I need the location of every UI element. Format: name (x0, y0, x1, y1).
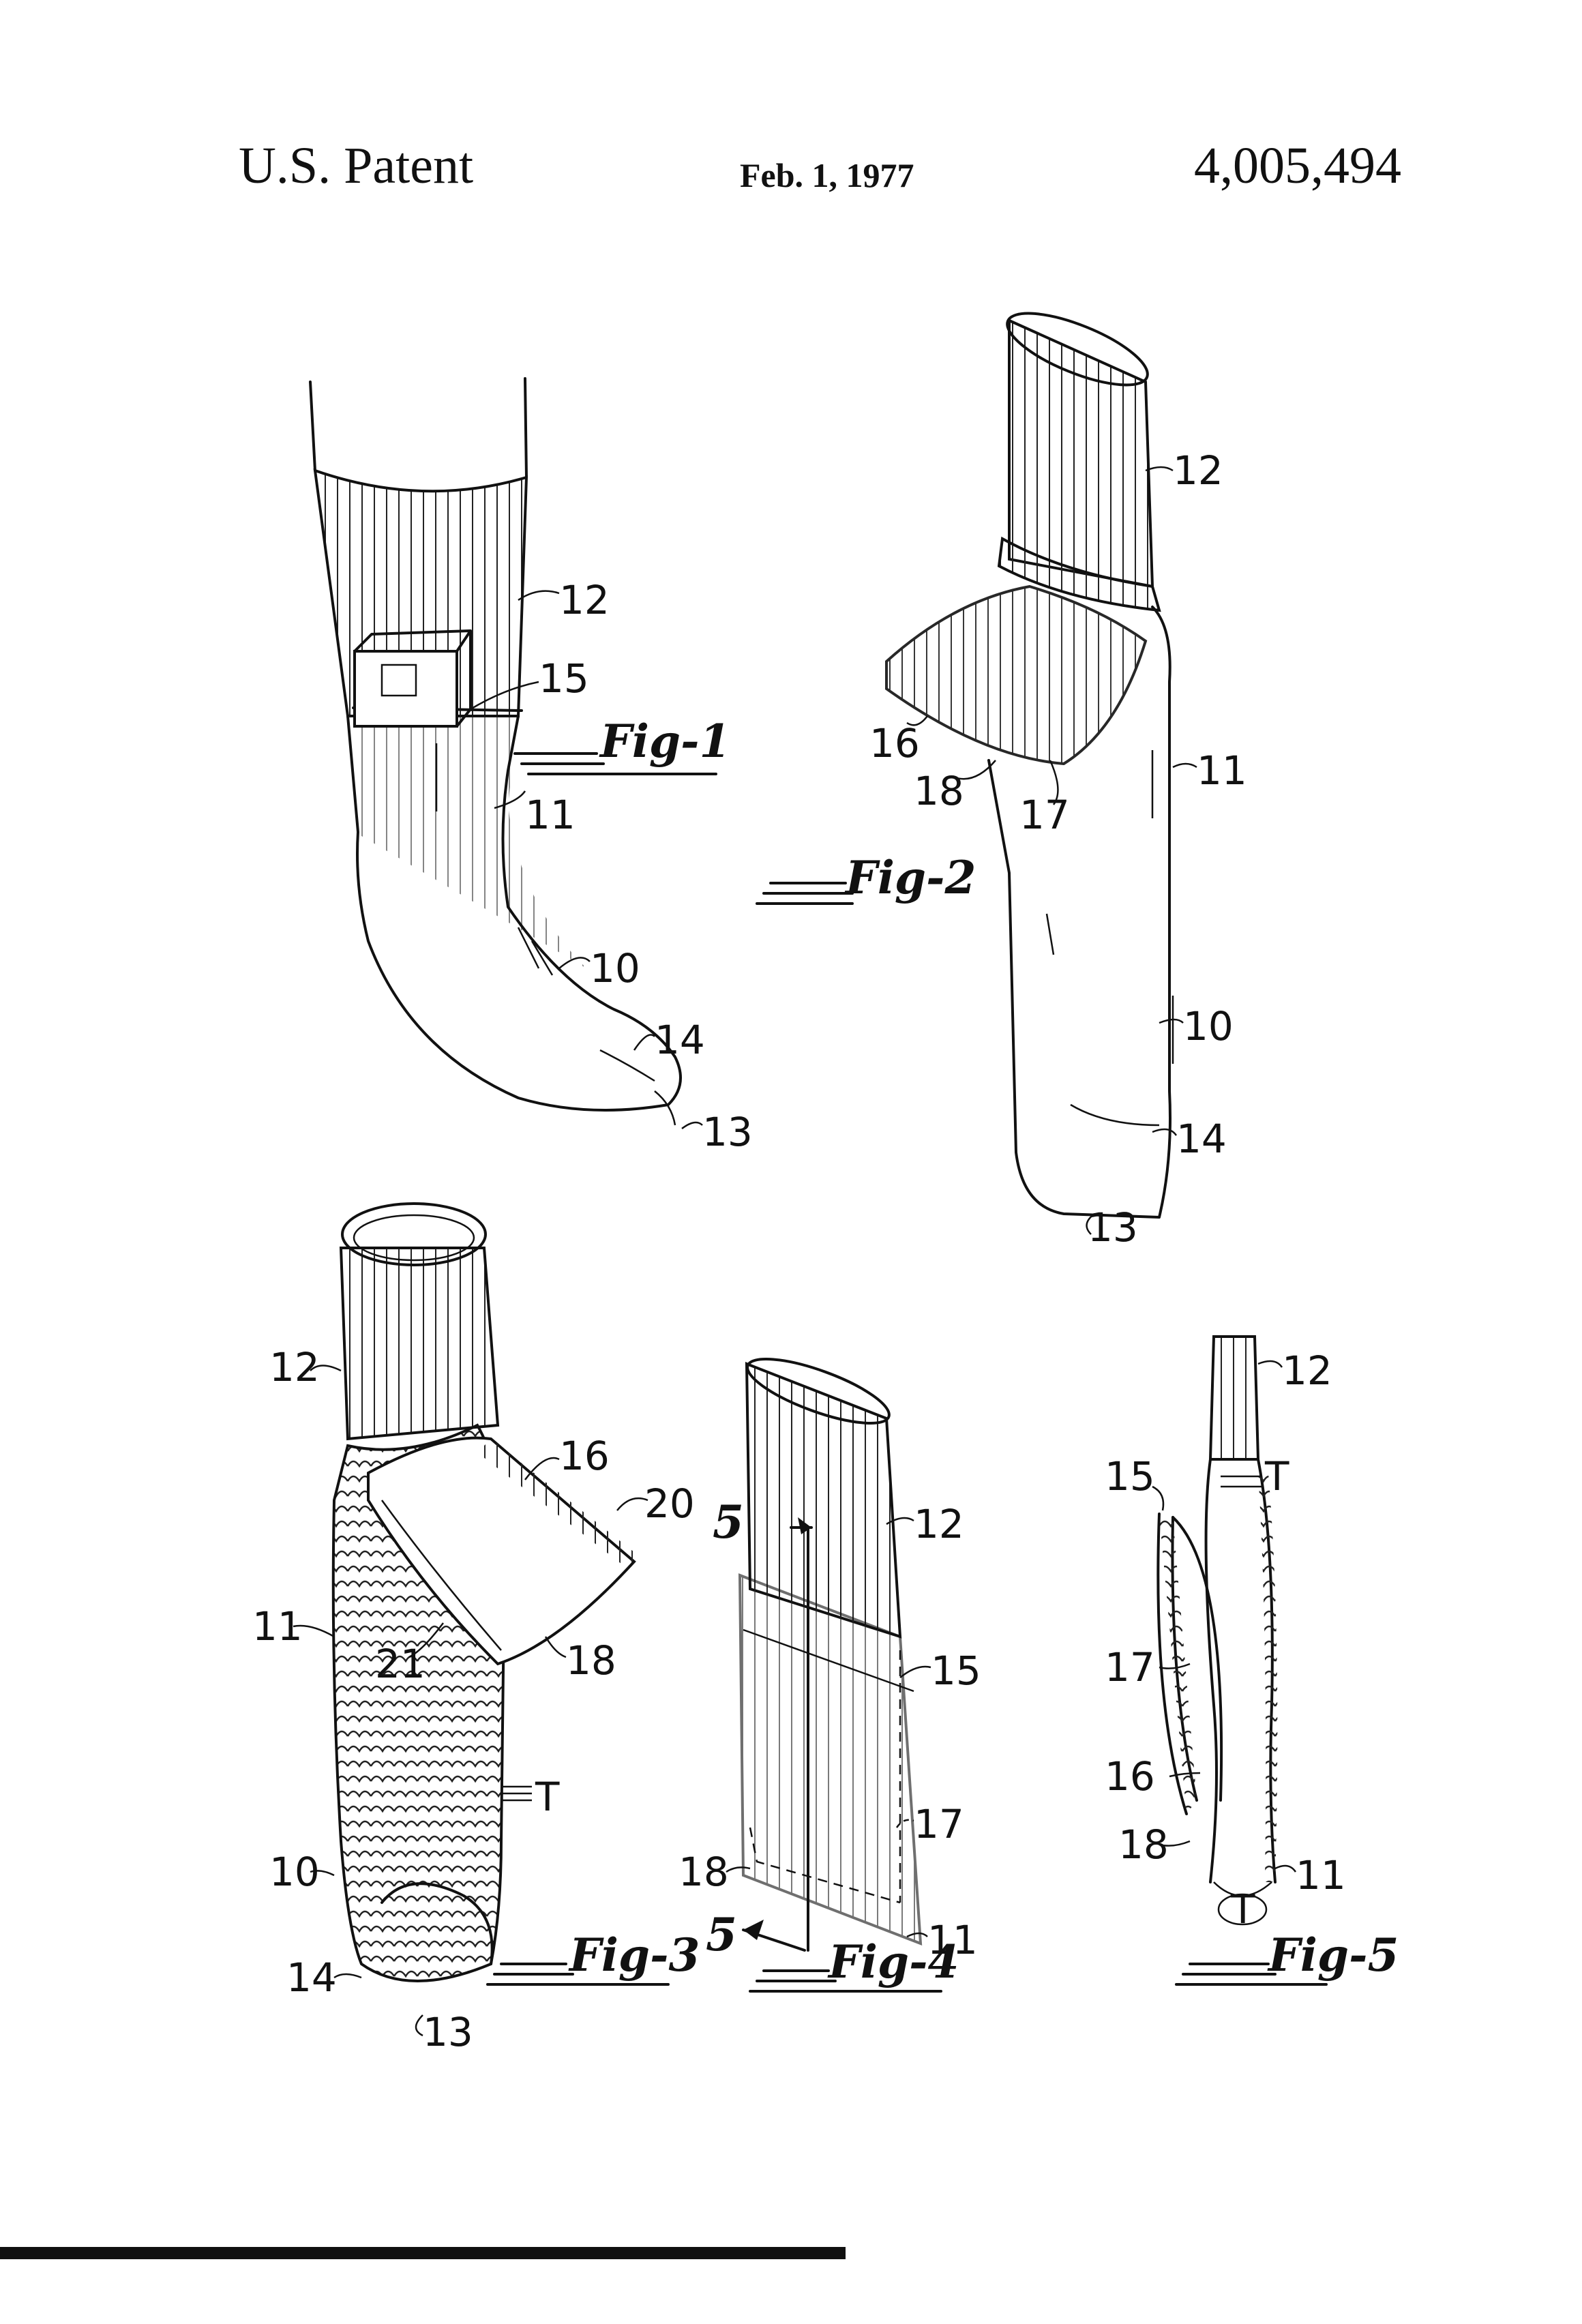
patent-header-title: U.S. Patent (239, 137, 474, 194)
fig2-label-13: 13 (1088, 1204, 1138, 1251)
fig4-label-18: 18 (678, 1849, 729, 1895)
fig4-section-mark-top: 5 (713, 1495, 744, 1549)
fig1-label-12: 12 (559, 577, 610, 623)
fig3-label-11: 11 (252, 1603, 303, 1650)
figure-5-labels: 12 15 T 17 16 18 11 T Fig-5 (1105, 1347, 1399, 1986)
fig4-label-11: 11 (927, 1917, 978, 1963)
patent-date: Feb. 1, 1977 (740, 156, 914, 194)
figure-3-labels: 12 16 20 11 21 18 T 10 14 13 Fig-3 (252, 1344, 700, 2055)
figure-1-labels: 12 15 11 10 14 13 Fig-1 (470, 577, 753, 1155)
fig4-caption: Fig-4 (827, 1935, 959, 1988)
figure-4-labels: 5 12 15 17 18 5 11 Fig-4 (678, 1495, 981, 1993)
fig3-label-10: 10 (269, 1849, 320, 1895)
fig2-label-10: 10 (1183, 1003, 1234, 1049)
fig2-label-16: 16 (869, 720, 920, 766)
fig2-label-12: 12 (1173, 447, 1223, 494)
figure-2 (885, 312, 1174, 1219)
fig3-caption: Fig-3 (568, 1928, 700, 1982)
fig4-section-mark-bottom: 5 (706, 1908, 737, 1961)
figure-1 (309, 377, 682, 1126)
figure-5 (1156, 1335, 1278, 1897)
fig5-label-16: 16 (1105, 1753, 1155, 1800)
fig1-label-13: 13 (702, 1109, 753, 1155)
scan-edge-bar (0, 2247, 846, 2259)
fig1-label-15: 15 (539, 655, 589, 702)
patent-number: 4,005,494 (1194, 137, 1401, 194)
fig2-label-14: 14 (1176, 1116, 1227, 1162)
fig5-label-11: 11 (1296, 1852, 1346, 1898)
fig5-caption: Fig-5 (1267, 1928, 1399, 1982)
fig3-label-20: 20 (644, 1480, 695, 1527)
fig1-label-14: 14 (655, 1017, 705, 1063)
figure-4 (738, 1357, 923, 1952)
fig5-label-T-bottom: T (1230, 1886, 1255, 1933)
fig3-label-14: 14 (286, 1954, 337, 2001)
fig5-label-17: 17 (1105, 1644, 1155, 1690)
cigarette-pack (353, 650, 458, 728)
fig5-label-T-top: T (1264, 1453, 1289, 1500)
fig5-label-12: 12 (1282, 1347, 1332, 1394)
fig3-label-T: T (535, 1774, 560, 1820)
fig2-label-11: 11 (1197, 747, 1247, 794)
fig5-label-15: 15 (1105, 1453, 1155, 1500)
fig3-label-18: 18 (566, 1637, 616, 1684)
fig4-label-15: 15 (931, 1648, 981, 1694)
fig2-caption: Fig-2 (844, 851, 976, 904)
fig4-label-12: 12 (914, 1501, 964, 1547)
fig1-label-10: 10 (590, 945, 640, 992)
fig3-label-21: 21 (375, 1641, 426, 1687)
figure-3 (331, 1202, 638, 1982)
figure-2-labels: 12 16 18 17 11 10 14 13 Fig-2 (756, 447, 1247, 1251)
fig2-label-18: 18 (914, 768, 964, 814)
fig2-label-17: 17 (1019, 792, 1070, 838)
fig3-label-13: 13 (423, 2009, 473, 2055)
fig1-label-11: 11 (525, 792, 576, 838)
fig1-caption: Fig-1 (599, 715, 730, 768)
fig3-label-12: 12 (269, 1344, 320, 1390)
fig3-label-16: 16 (559, 1433, 610, 1479)
fig5-label-18: 18 (1118, 1821, 1169, 1868)
fig4-label-17: 17 (914, 1801, 964, 1847)
